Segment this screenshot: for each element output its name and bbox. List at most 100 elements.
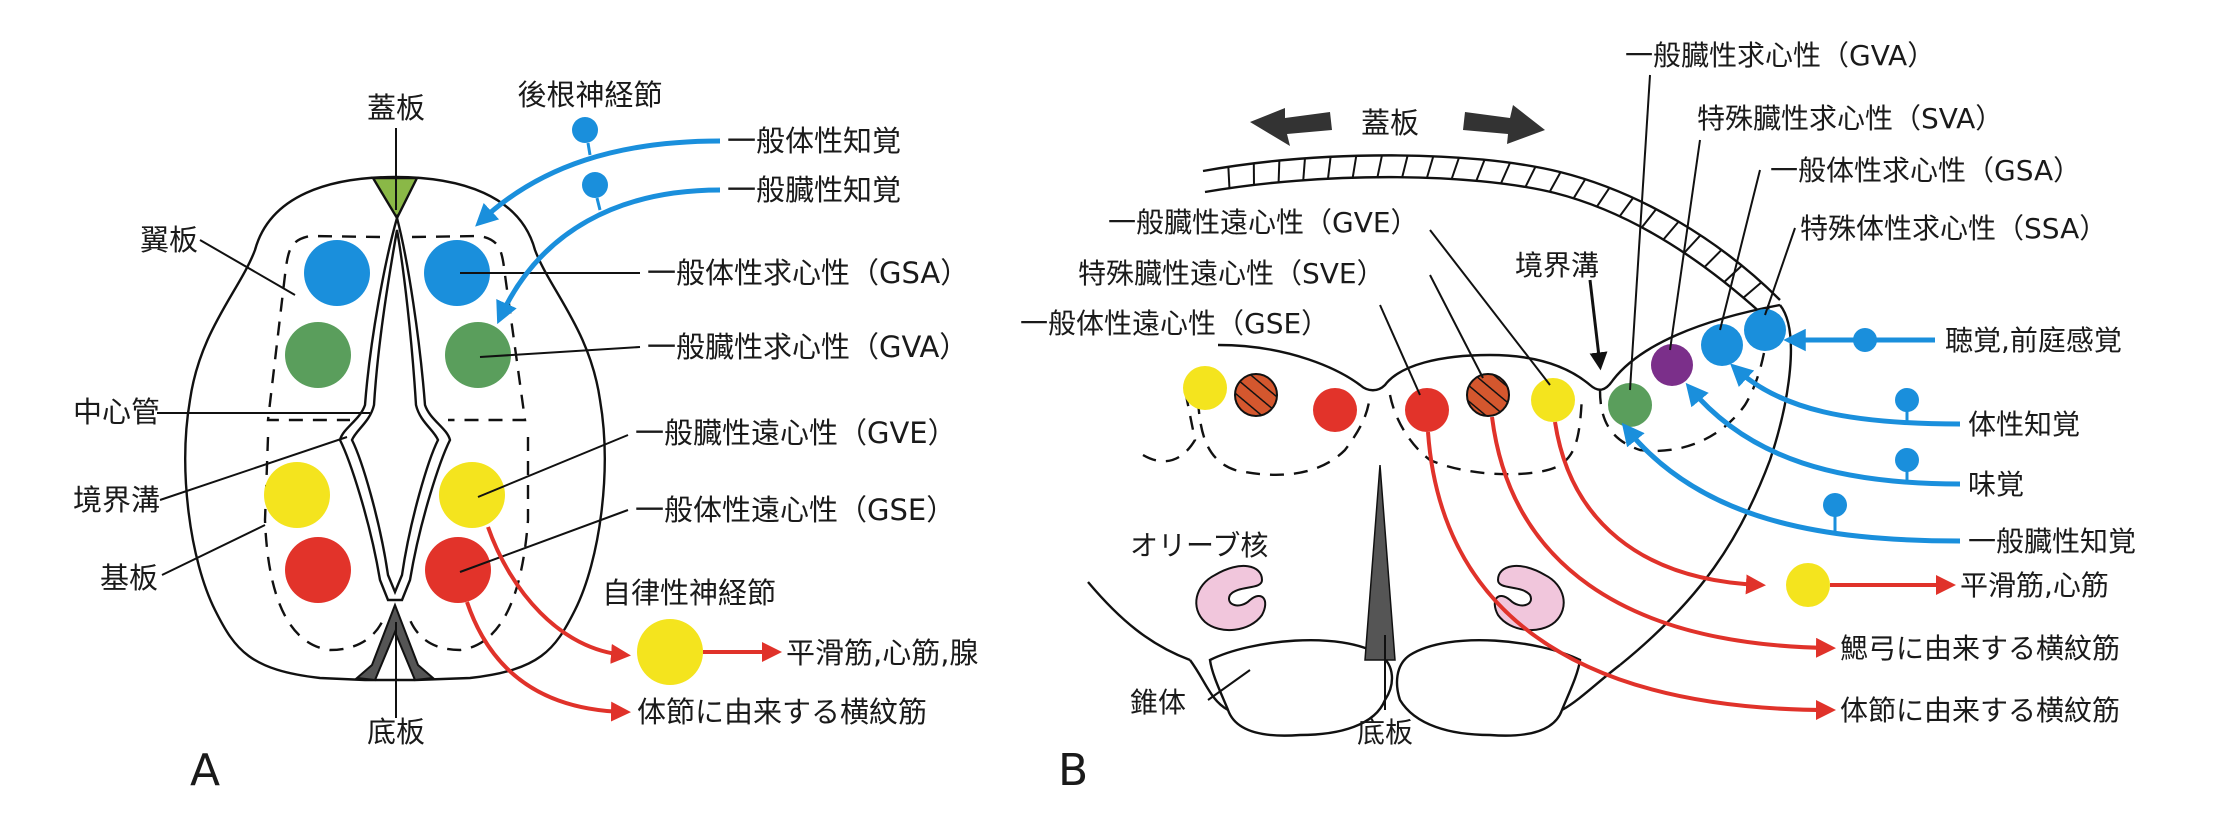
label-central-canal: 中心管 (73, 395, 160, 429)
roof-plate-segment-tick (1525, 167, 1535, 187)
roof-plate-segment-tick (1353, 156, 1357, 178)
label-gve: 一般臓性遠心性（GVE） (635, 416, 957, 450)
label-gve: 一般臓性遠心性（GVE） (1108, 206, 1419, 239)
label-input-somatic-sensation: 体性知覚 (1968, 408, 2080, 441)
fiber-general-visceral-sensation (500, 190, 720, 318)
roof-plate-segment-tick (1642, 209, 1656, 227)
roof-plate-segment-tick (1476, 160, 1484, 181)
label-target-smooth-cardiac-muscle: 平滑筋,心筋 (1960, 569, 2109, 602)
roof-plate-expand-arrow-left (1250, 108, 1332, 146)
label-sulcus-limitans: 境界溝 (1515, 249, 1599, 282)
ssa-column (1744, 309, 1786, 351)
label-input-general-visceral: 一般臓性知覚 (1968, 525, 2136, 558)
roof-plate-segment-tick (1705, 250, 1722, 267)
gve-column-left (1183, 366, 1227, 410)
autonomic-ganglion (637, 619, 703, 685)
ganglion-general-visceral-sensation (1823, 493, 1847, 517)
roof-plate-expand-arrow-right (1463, 105, 1545, 144)
label-gva: 一般臓性求心性（GVA） (647, 330, 968, 364)
roof-plate-segment-tick (1663, 222, 1678, 240)
gse-column-right (1405, 388, 1449, 432)
roof-plate-segment-tick (1377, 155, 1381, 177)
roof-plate-segment-tick (1597, 188, 1610, 207)
label-gva: 一般臓性求心性（GVA） (1625, 39, 1935, 72)
pyramid-left-edge (1190, 660, 1228, 710)
gve-column-right (439, 462, 505, 528)
leader-sve (1430, 275, 1483, 378)
sve-column-left (1235, 374, 1277, 416)
sva-column (1651, 344, 1693, 386)
label-ssa: 特殊体性求心性（SSA） (1800, 212, 2107, 245)
ganglion-taste (1895, 448, 1919, 472)
ganglion-hearing-vestibular (1853, 328, 1877, 352)
label-target-branchial-arch-muscle: 鰓弓に由来する横紋筋 (1840, 632, 2120, 665)
label-input-hearing-vestibular: 聴覚,前庭感覚 (1945, 324, 2122, 357)
label-olive-nucleus: オリーブ核 (1130, 529, 1268, 562)
label-input-general-somatic: 一般体性知覚 (727, 124, 901, 158)
brainstem-ventral-left (1088, 582, 1190, 660)
roof-plate-segment-tick (1427, 156, 1433, 178)
label-gse: 一般体性遠心性（GSE） (635, 493, 955, 527)
label-input-general-visceral: 一般臓性知覚 (727, 173, 901, 207)
label-gse: 一般体性遠心性（GSE） (1020, 307, 1329, 340)
roof-plate-segment-tick (1501, 163, 1510, 184)
label-roof-plate: 蓋板 (367, 91, 425, 125)
gse-column-left (1313, 388, 1357, 432)
fiber-somatic-sensation (1735, 368, 1960, 424)
leader-gse (1380, 305, 1420, 395)
gsa-column-left (304, 240, 370, 306)
ganglion-somatic-sensation (1895, 388, 1919, 412)
label-pyramid: 錐体 (1130, 686, 1186, 719)
label-basal-plate: 基板 (100, 561, 158, 595)
label-input-taste: 味覚 (1968, 468, 2024, 501)
panel-b: 蓋板 一般臓性遠心性（GVE） 特殊臓性遠心性（SVE） 一般体性遠心性（GSE… (1020, 39, 2136, 796)
label-sve: 特殊臓性遠心性（SVE） (1078, 257, 1385, 290)
label-dorsal-root-ganglion: 後根神経節 (517, 78, 662, 112)
fiber-to-somite-muscle (1428, 432, 1830, 710)
roof-plate-segment-tick (1620, 198, 1633, 216)
roof-plate-segment-tick (1550, 172, 1561, 192)
leader-sva (1670, 140, 1700, 350)
label-autonomic-ganglion: 自律性神経節 (602, 576, 776, 610)
gva-column-left (285, 322, 351, 388)
roof-plate-segment-tick (1303, 158, 1305, 180)
roof-plate-segment-tick (1328, 157, 1331, 179)
brainstem-lateral-surface (1620, 305, 1791, 665)
roof-plate-segment-tick (1574, 179, 1586, 198)
leader-gva (1630, 75, 1650, 390)
label-target-somite-muscle: 体節に由来する横紋筋 (637, 695, 927, 729)
roof-plate-segment-tick (1743, 282, 1761, 297)
label-floor-plate: 底板 (1357, 716, 1413, 749)
olive-nucleus-left (1196, 566, 1265, 630)
label-sva: 特殊臓性求心性（SVA） (1697, 102, 2003, 135)
gsa-column (1701, 324, 1743, 366)
floor-plate (1365, 465, 1395, 660)
roof-plate-segment-tick (1402, 156, 1407, 178)
panel-a: 蓋板 後根神経節 一般体性知覚 一般臓性知覚 翼板 中心管 境界溝 基板 底板 … (73, 78, 978, 796)
pyramid-right (1397, 640, 1580, 735)
sulcus-limitans-arrow (1590, 280, 1600, 365)
gve-column-left (264, 462, 330, 528)
leader-ssa (1765, 228, 1795, 315)
label-gsa: 一般体性求心性（GSA） (1770, 154, 2081, 187)
panel-letter-a: A (190, 745, 220, 796)
label-floor-plate: 底板 (367, 715, 425, 749)
sve-column-right (1467, 374, 1509, 416)
fiber-taste (1690, 388, 1960, 484)
leader-basal-plate (162, 525, 265, 575)
label-target-somite-muscle: 体節に由来する横紋筋 (1840, 694, 2120, 727)
gve-column-right (1531, 378, 1575, 422)
olive-nucleus-right (1495, 566, 1564, 630)
roof-plate-segment-tick (1228, 167, 1229, 188)
roof-plate-segment-tick (1452, 158, 1459, 179)
label-gsa: 一般体性求心性（GSA） (647, 256, 969, 290)
label-roof-plate: 蓋板 (1361, 106, 1419, 140)
parasympathetic-ganglion (1786, 563, 1830, 607)
gse-column-right (425, 537, 491, 603)
dorsal-root-ganglion-1 (572, 117, 598, 143)
label-sulcus-limitans: 境界溝 (73, 483, 160, 517)
dorsal-root-ganglion-2 (582, 172, 608, 198)
gse-column-left (285, 537, 351, 603)
